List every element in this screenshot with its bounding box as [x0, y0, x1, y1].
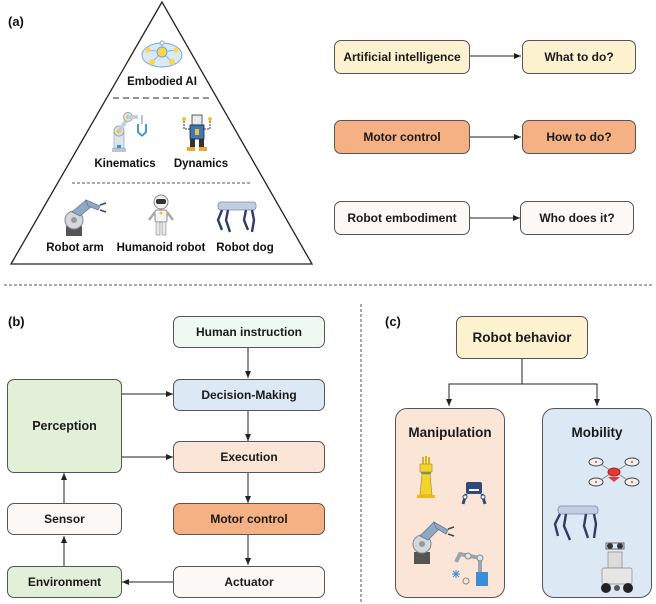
human-instruction-box: Human instruction	[173, 316, 325, 348]
robot-arm-kinematics-icon	[112, 112, 147, 152]
motor-control-box-a: Motor control	[334, 120, 470, 154]
robot-arm-label: Robot arm	[46, 242, 104, 254]
what-to-do-box: What to do?	[522, 40, 636, 74]
how-to-do-box: How to do?	[522, 120, 636, 154]
motor-control-text-a: Motor control	[363, 130, 441, 144]
panel-c-label: (c)	[385, 314, 401, 329]
robotic-hand-icon	[417, 456, 435, 498]
actuator-box: Actuator	[173, 566, 325, 598]
industrial-robot-arm-icon	[64, 199, 107, 236]
embodied-ai-label: Embodied AI	[127, 76, 197, 88]
wheeled-robot-icon	[601, 542, 633, 593]
robot-embodiment-box: Robot embodiment	[334, 201, 470, 235]
drone-icon	[588, 457, 640, 487]
motor-control-text-b: Motor control	[210, 512, 288, 526]
manipulation-text: Manipulation	[408, 425, 492, 440]
motor-control-box-b: Motor control	[173, 503, 325, 535]
robot-dog-icon-mobility	[553, 505, 599, 541]
humanoid-robot-label: Humanoid robot	[116, 242, 206, 254]
how-to-do-text: How to do?	[546, 130, 612, 144]
mobility-text: Mobility	[571, 425, 623, 440]
neural-network-icon	[141, 40, 183, 68]
who-does-it-text: Who does it?	[539, 211, 615, 225]
actuator-text: Actuator	[224, 575, 274, 589]
who-does-it-box: Who does it?	[520, 201, 634, 235]
execution-text: Execution	[220, 450, 278, 464]
robot-dog-label: Robot dog	[216, 242, 274, 254]
humanoid-robot-icon	[148, 194, 174, 236]
human-instruction-text: Human instruction	[195, 325, 302, 339]
artificial-intelligence-box: Artificial intelligence	[334, 40, 470, 74]
decision-making-box: Decision-Making	[173, 379, 325, 411]
dynamics-label: Dynamics	[173, 158, 229, 170]
robot-dog-icon	[216, 201, 257, 233]
tree-trunk	[446, 359, 523, 406]
environment-text: Environment	[27, 575, 102, 589]
industrial-robot-arm-icon	[412, 521, 455, 564]
manipulation-box: Manipulation	[395, 408, 505, 598]
panel-b-label: (b)	[8, 314, 25, 329]
pyramid-outline	[9, 0, 314, 265]
robot-embodiment-text: Robot embodiment	[347, 211, 457, 225]
tree-branch-right	[522, 383, 600, 406]
perception-box: Perception	[7, 379, 122, 473]
gripper-robot-icon	[461, 482, 487, 505]
robot-behavior-box: Robot behavior	[456, 316, 588, 359]
decision-making-text: Decision-Making	[201, 388, 297, 402]
mobility-box: Mobility	[542, 408, 652, 598]
kinematics-label: Kinematics	[94, 158, 156, 170]
perception-text: Perception	[32, 419, 97, 433]
robot-dynamics-icon	[182, 114, 212, 151]
sensor-text: Sensor	[44, 512, 85, 526]
robot-behavior-text: Robot behavior	[472, 330, 572, 345]
what-to-do-text: What to do?	[544, 50, 614, 64]
sensor-box: Sensor	[7, 503, 122, 535]
execution-box: Execution	[173, 441, 325, 473]
environment-box: Environment	[7, 566, 122, 598]
artificial-intelligence-text: Artificial intelligence	[343, 50, 461, 64]
welding-robot-icon	[452, 551, 488, 586]
panel-a-label: (a)	[8, 14, 24, 29]
